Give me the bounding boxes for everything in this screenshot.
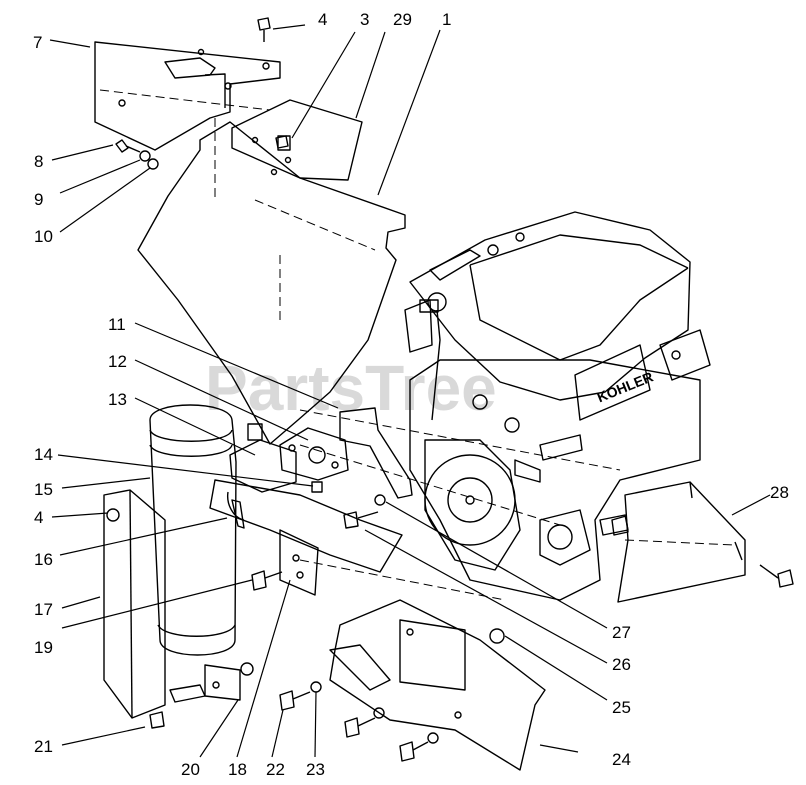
callout-29: 29 xyxy=(393,10,412,29)
callout-4-top: 4 xyxy=(318,10,327,29)
callout-4-left: 4 xyxy=(34,508,43,527)
callout-15: 15 xyxy=(34,480,53,499)
callout-17: 17 xyxy=(34,600,53,619)
part-side-guard xyxy=(617,481,746,603)
leader-lines xyxy=(49,24,771,758)
callout-26: 26 xyxy=(612,655,631,674)
callout-labels: 1 3 4 29 7 8 9 10 11 12 13 14 15 4 16 17… xyxy=(33,10,789,779)
callout-24: 24 xyxy=(612,750,631,769)
fasteners xyxy=(106,17,794,762)
callout-1: 1 xyxy=(442,10,451,29)
callout-12: 12 xyxy=(108,352,127,371)
callout-23: 23 xyxy=(306,760,325,779)
callout-14: 14 xyxy=(34,445,53,464)
engine-brand-label: KOHLER xyxy=(595,368,656,405)
callout-10: 10 xyxy=(34,227,53,246)
callout-16: 16 xyxy=(34,550,53,569)
part-lower-bracket xyxy=(169,664,241,703)
callout-25: 25 xyxy=(612,698,631,717)
part-muffler xyxy=(149,404,237,656)
callout-27: 27 xyxy=(612,623,631,642)
part-muffler-heat-shield xyxy=(103,489,166,719)
callout-9: 9 xyxy=(34,190,43,209)
callout-28: 28 xyxy=(770,483,789,502)
part-exhaust-pipe xyxy=(209,479,506,601)
part-upper-bracket xyxy=(94,41,281,151)
callout-7: 7 xyxy=(33,33,42,52)
part-mounting-bracket xyxy=(229,407,413,499)
callout-22: 22 xyxy=(266,760,285,779)
callout-20: 20 xyxy=(181,760,200,779)
part-engine-cover-shield xyxy=(137,99,406,445)
callout-19: 19 xyxy=(34,638,53,657)
callout-8: 8 xyxy=(34,152,43,171)
callout-21: 21 xyxy=(34,737,53,756)
part-lower-guard xyxy=(329,599,546,771)
callout-18: 18 xyxy=(228,760,247,779)
callout-11: 11 xyxy=(108,315,126,334)
callout-13: 13 xyxy=(108,390,127,409)
callout-3: 3 xyxy=(360,10,369,29)
